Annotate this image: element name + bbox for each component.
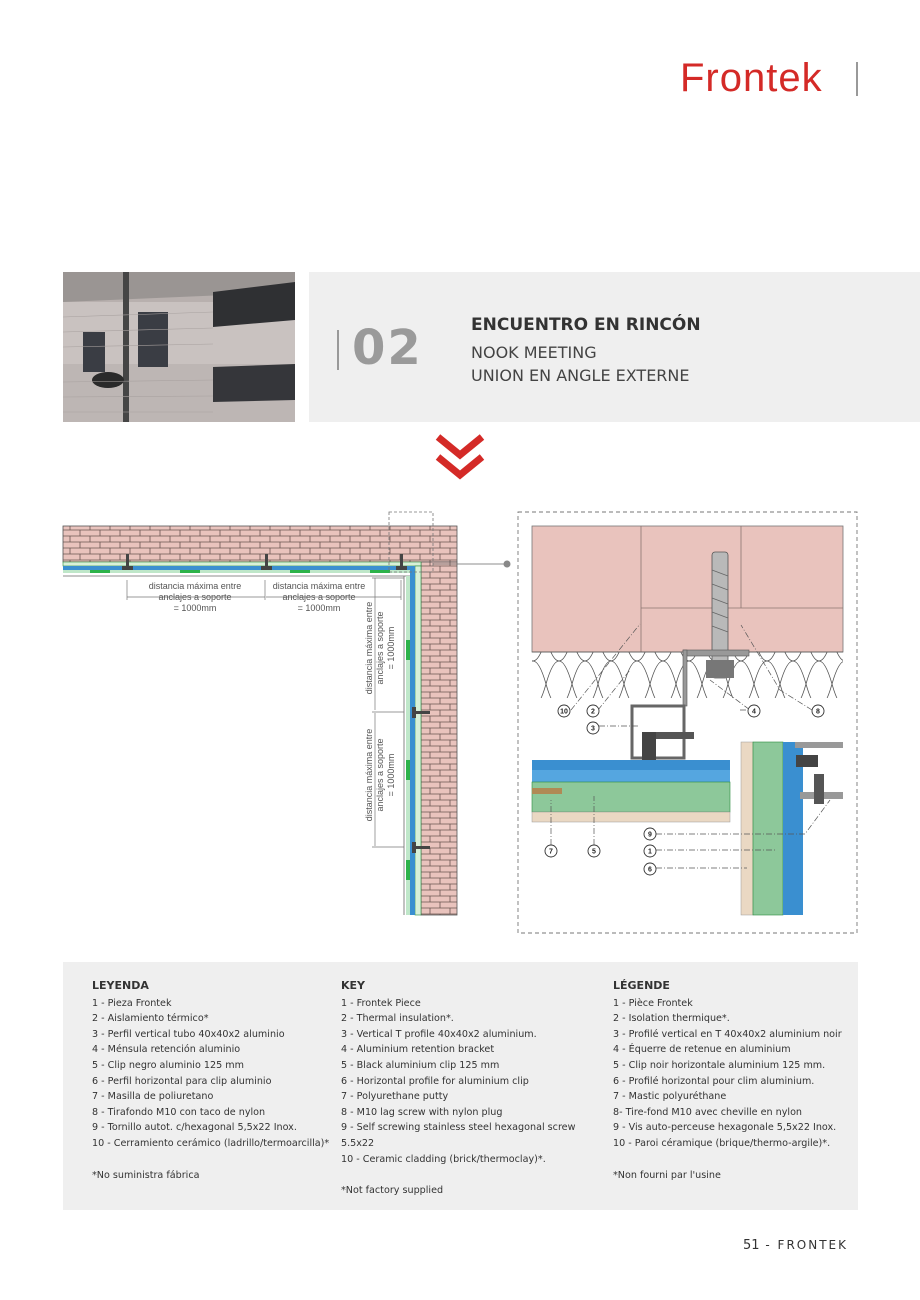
legend-item: 4 - Ménsula retención aluminio xyxy=(92,1044,241,1056)
logo-divider xyxy=(856,62,858,96)
legend-item: 9 - Tornillo autot. c/hexagonal 5,5x22 I… xyxy=(92,1122,297,1134)
dim-label-1-line3: = 1000mm xyxy=(174,603,217,613)
callout-9: 9 xyxy=(648,832,652,839)
callout-2: 2 xyxy=(591,709,595,716)
technical-drawing: distancia máxima entre anclajes a soport… xyxy=(0,500,920,944)
legend-note-en: *Not factory supplied xyxy=(341,1185,444,1197)
callout-4: 4 xyxy=(752,709,756,716)
legend-item: 5 - Clip negro aluminio 125 mm xyxy=(92,1059,244,1071)
section-title-fr: UNION EN ANGLE EXTERNE xyxy=(471,366,690,385)
legend-heading-fr: LÉGENDE xyxy=(613,979,670,992)
legend-item: 9 - Vis auto-perceuse hexagonale 5,5x22 … xyxy=(613,1122,837,1134)
dim-label-3-line2: anclajes a soporte xyxy=(375,611,385,684)
dim-label-2-line3: = 1000mm xyxy=(298,603,341,613)
legend-item: 10 - Cerramiento cerámico (ladrillo/term… xyxy=(92,1137,330,1149)
frontek-logo: Frontek xyxy=(680,56,823,100)
dim-label-3-line1: distancia máxima entre xyxy=(364,602,374,695)
legend-note-es: *No suministra fábrica xyxy=(92,1169,200,1181)
legend-item: 6 - Profilé horizontal pour clim alumini… xyxy=(613,1075,815,1087)
legend-item: 7 - Polyurethane putty xyxy=(341,1091,449,1103)
page-number: 51 xyxy=(743,1238,760,1253)
dim-label-4-line1: distancia máxima entre xyxy=(364,729,374,822)
detail-frame xyxy=(517,511,858,934)
legend-heading-es: LEYENDA xyxy=(92,979,149,992)
callout-1: 1 xyxy=(648,849,652,856)
legend-column-es: LEYENDA 1 - Pieza Frontek 2 - Aislamient… xyxy=(92,978,342,1183)
callout-10: 10 xyxy=(560,709,568,716)
dim-label-2-line1: distancia máxima entre xyxy=(273,581,366,591)
legend-item: 5 - Clip noir horizontale aluminium 125 … xyxy=(613,1059,826,1071)
legend-column-fr: LÉGENDE 1 - Pièce Frontek 2 - Isolation … xyxy=(613,978,853,1183)
footer-brand: FRONTEK xyxy=(777,1238,848,1252)
legend-item: 4 - Équerre de retenue en aluminium xyxy=(613,1044,791,1056)
legend-item: 7 - Mastic polyuréthane xyxy=(613,1091,727,1103)
dim-label-4-line2: anclajes a soporte xyxy=(375,738,385,811)
section-title-es: ENCUENTRO EN RINCÓN xyxy=(471,315,701,335)
legend-item: 5 - Black aluminium clip 125 mm xyxy=(341,1059,500,1071)
legend-item: 3 - Vertical T profile 40x40x2 aluminium… xyxy=(341,1028,537,1040)
legend-item: 8- Tire-fond M10 avec cheville en nylon xyxy=(613,1106,803,1118)
legend-item: 8 - Tirafondo M10 con taco de nylon xyxy=(92,1106,266,1118)
section-number: 02 xyxy=(352,320,423,376)
footer-separator: - xyxy=(759,1238,778,1252)
legend-item: 10 - Paroi céramique (brique/thermo-argi… xyxy=(613,1137,831,1149)
legend-note-fr: *Non fourni par l'usine xyxy=(613,1169,721,1181)
legend-heading-en: KEY xyxy=(341,979,366,992)
section-number-divider xyxy=(337,330,339,370)
legend-item: 1 - Pieza Frontek xyxy=(92,997,172,1009)
dim-label-3-line3: = 1000mm xyxy=(386,627,396,670)
title-panel xyxy=(309,272,920,422)
dim-label-1-line1: distancia máxima entre xyxy=(149,581,242,591)
building-photo xyxy=(63,272,295,422)
legend-panel: LEYENDA 1 - Pieza Frontek 2 - Aislamient… xyxy=(63,962,858,1210)
dim-label-1-line2: anclajes a soporte xyxy=(158,592,231,602)
page-footer: 51 - FRONTEK xyxy=(743,1238,848,1253)
legend-item: 6 - Perfil horizontal para clip aluminio xyxy=(92,1075,272,1087)
double-chevron-down-icon xyxy=(432,433,488,487)
legend-item: 2 - Aislamiento térmico* xyxy=(92,1013,209,1025)
legend-item: 3 - Perfil vertical tubo 40x40x2 alumini… xyxy=(92,1028,285,1040)
brick-wall-vertical xyxy=(420,561,458,916)
legend-column-en: KEY 1 - Frontek Piece 2 - Thermal insula… xyxy=(341,978,611,1199)
legend-item: 10 - Ceramic cladding (brick/thermoclay)… xyxy=(341,1153,546,1165)
legend-item: 7 - Masilla de poliuretano xyxy=(92,1091,214,1103)
legend-item: 4 - Aluminium retention bracket xyxy=(341,1044,495,1056)
dim-label-2-line2: anclajes a soporte xyxy=(282,592,355,602)
legend-item: 9 - Self screwing stainless steel hexago… xyxy=(341,1122,576,1149)
legend-item: 1 - Pièce Frontek xyxy=(613,997,693,1009)
legend-item: 1 - Frontek Piece xyxy=(341,997,421,1009)
legend-item: 2 - Thermal insulation*. xyxy=(341,1013,454,1025)
brick-wall-horizontal xyxy=(62,525,458,563)
dim-label-4-line3: = 1000mm xyxy=(386,754,396,797)
callout-8: 8 xyxy=(816,709,820,716)
callout-6: 6 xyxy=(648,867,652,874)
callout-7: 7 xyxy=(549,849,553,856)
callout-5: 5 xyxy=(592,849,596,856)
callout-3: 3 xyxy=(591,726,595,733)
legend-item: 2 - Isolation thermique*. xyxy=(613,1013,730,1025)
legend-item: 8 - M10 lag screw with nylon plug xyxy=(341,1106,503,1118)
legend-item: 3 - Profilé vertical en T 40x40x2 alumin… xyxy=(613,1028,842,1040)
section-title-en: NOOK MEETING xyxy=(471,343,597,362)
legend-item: 6 - Horizontal profile for aluminium cli… xyxy=(341,1075,529,1087)
